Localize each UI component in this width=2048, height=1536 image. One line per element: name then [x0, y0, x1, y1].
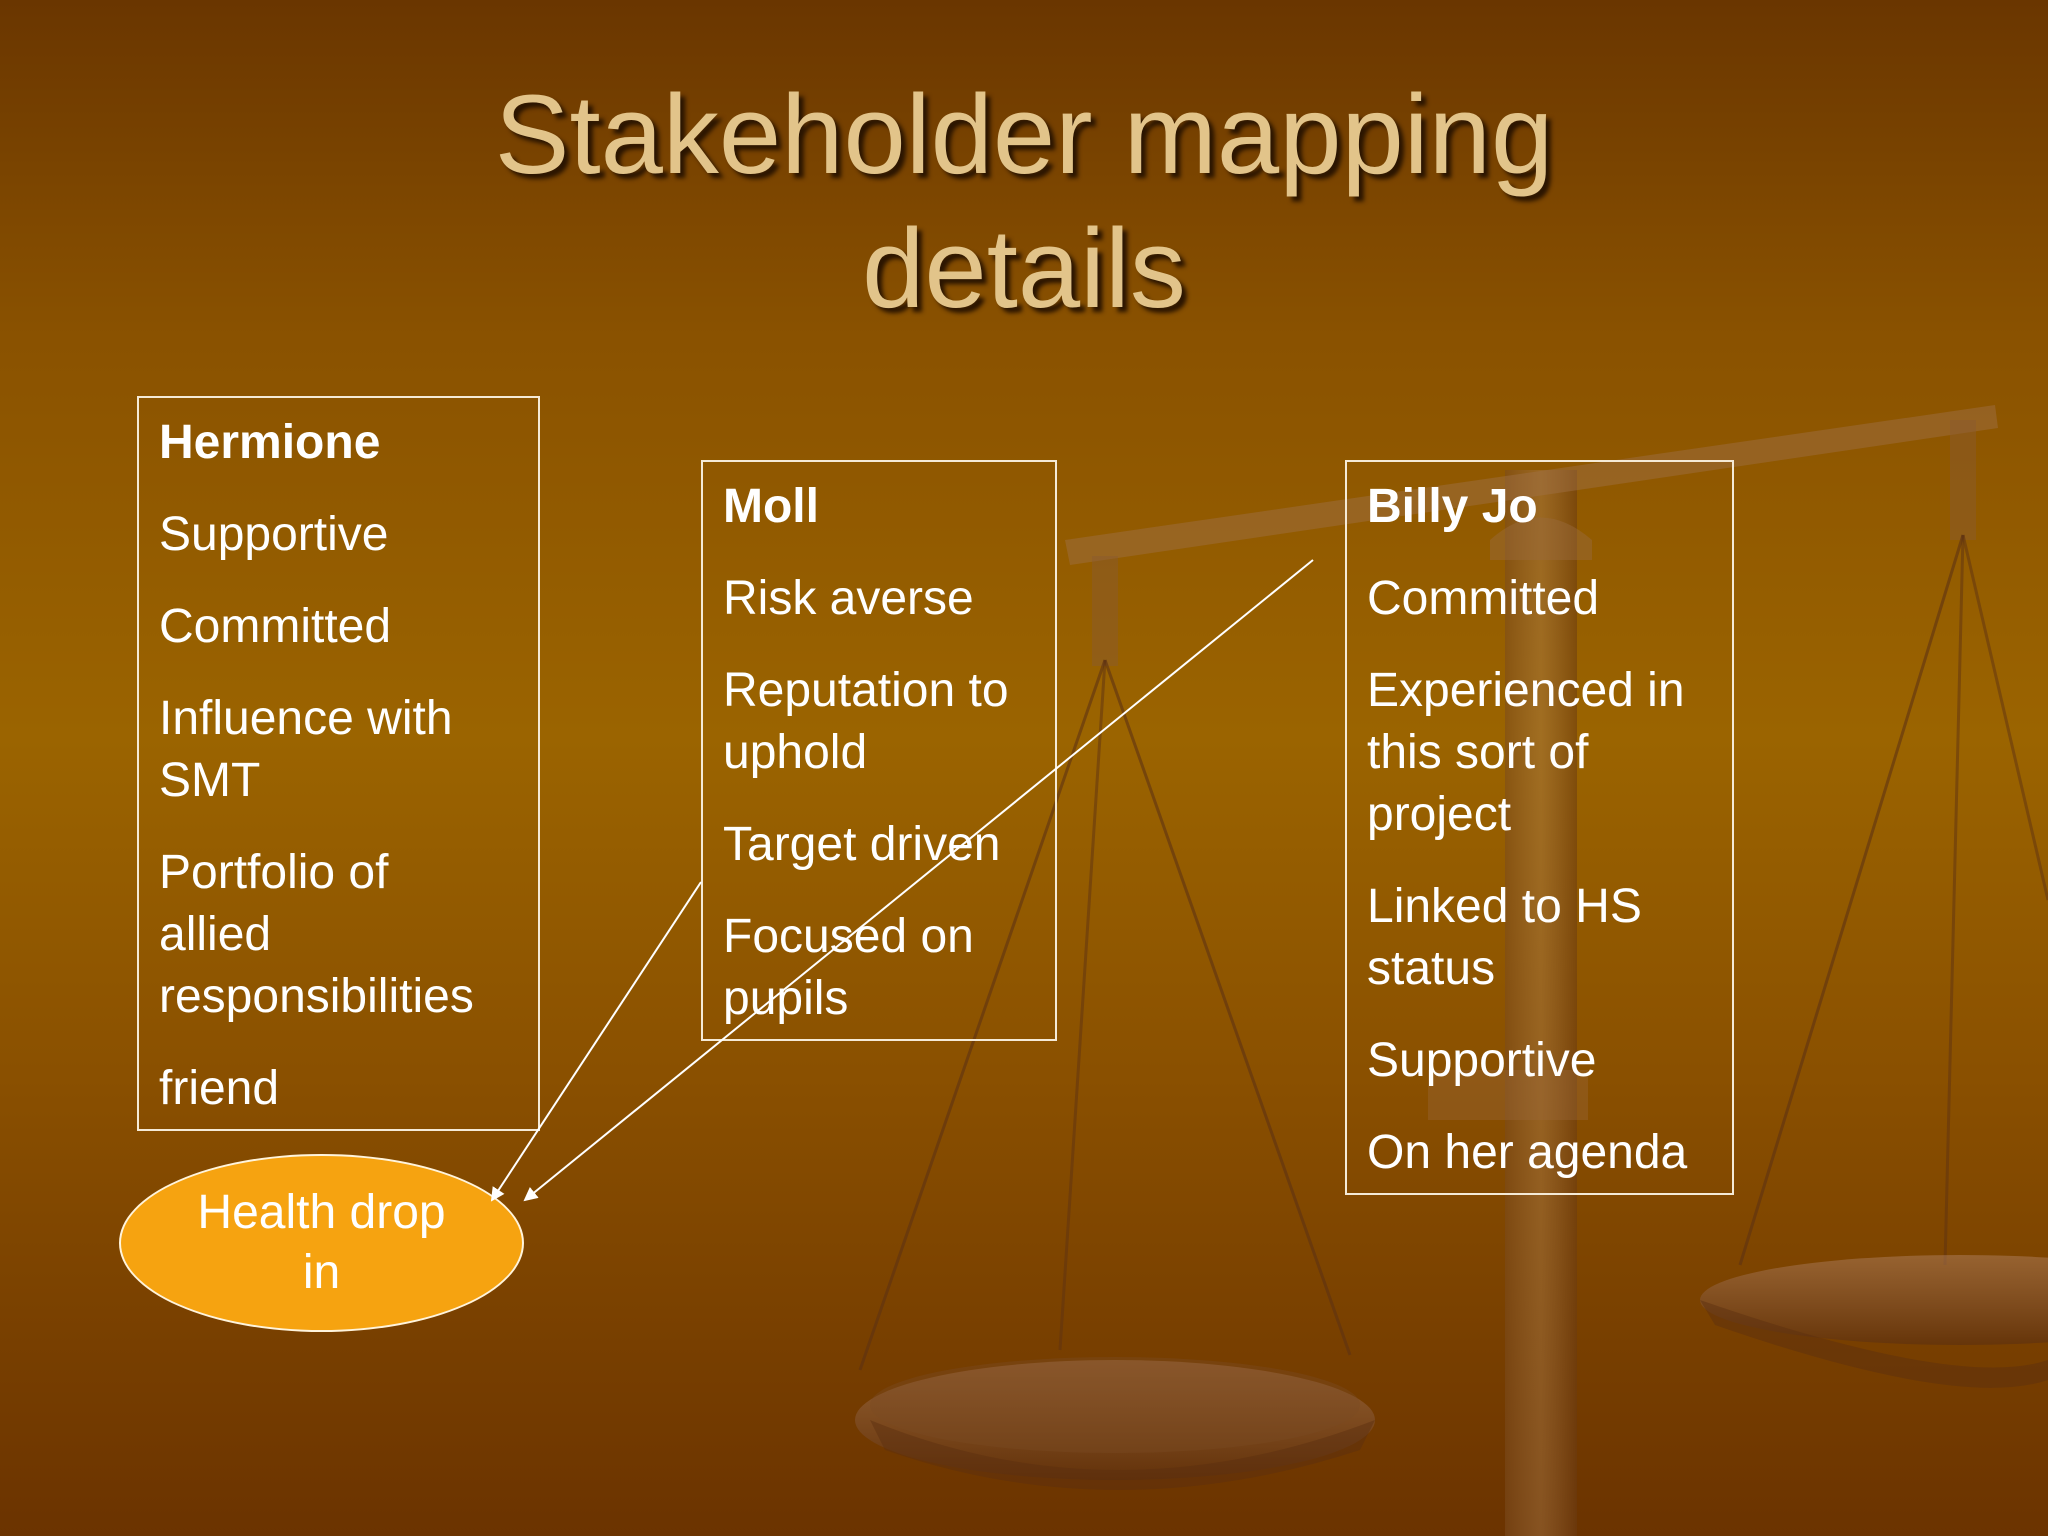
stakeholder-attribute: Experienced in this sort of project: [1367, 664, 1685, 841]
stakeholder-box-moll: Moll Risk averse Reputation to uphold Ta…: [701, 460, 1057, 1041]
stakeholder-attribute: Portfolio of allied responsibilities: [159, 846, 474, 1023]
stakeholder-attribute: Target driven: [723, 818, 1001, 871]
title-line-1: Stakeholder mapping: [494, 72, 1554, 197]
stakeholder-attribute: On her agenda: [1367, 1126, 1688, 1179]
stakeholder-name: Billy Jo: [1367, 480, 1538, 533]
stakeholder-attribute: Risk averse: [723, 572, 974, 625]
stakeholder-attribute: friend: [159, 1062, 280, 1115]
stakeholder-attribute: Focused on pupils: [723, 910, 974, 1025]
stakeholder-attribute: Supportive: [159, 508, 389, 561]
stakeholder-attribute: Influence with SMT: [159, 692, 453, 807]
stakeholder-attribute: Linked to HS status: [1367, 880, 1642, 995]
title-line-2: details: [862, 206, 1186, 331]
slide-title: Stakeholder mapping details: [0, 68, 2048, 336]
stakeholder-box-billy-jo: Billy Jo Committed Experienced in this s…: [1345, 460, 1734, 1195]
stakeholder-name: Hermione: [159, 416, 381, 469]
stakeholder-box-hermione: Hermione Supportive Committed Influence …: [137, 396, 540, 1131]
health-drop-in-node: Health drop in: [119, 1154, 524, 1332]
stakeholder-attribute: Committed: [1367, 572, 1600, 625]
stakeholder-attribute: Supportive: [1367, 1034, 1597, 1087]
stakeholder-attribute: Committed: [159, 600, 392, 653]
stakeholder-name: Moll: [723, 480, 819, 533]
stakeholder-attribute: Reputation to uphold: [723, 664, 1009, 779]
node-label: Health drop in: [197, 1186, 446, 1299]
